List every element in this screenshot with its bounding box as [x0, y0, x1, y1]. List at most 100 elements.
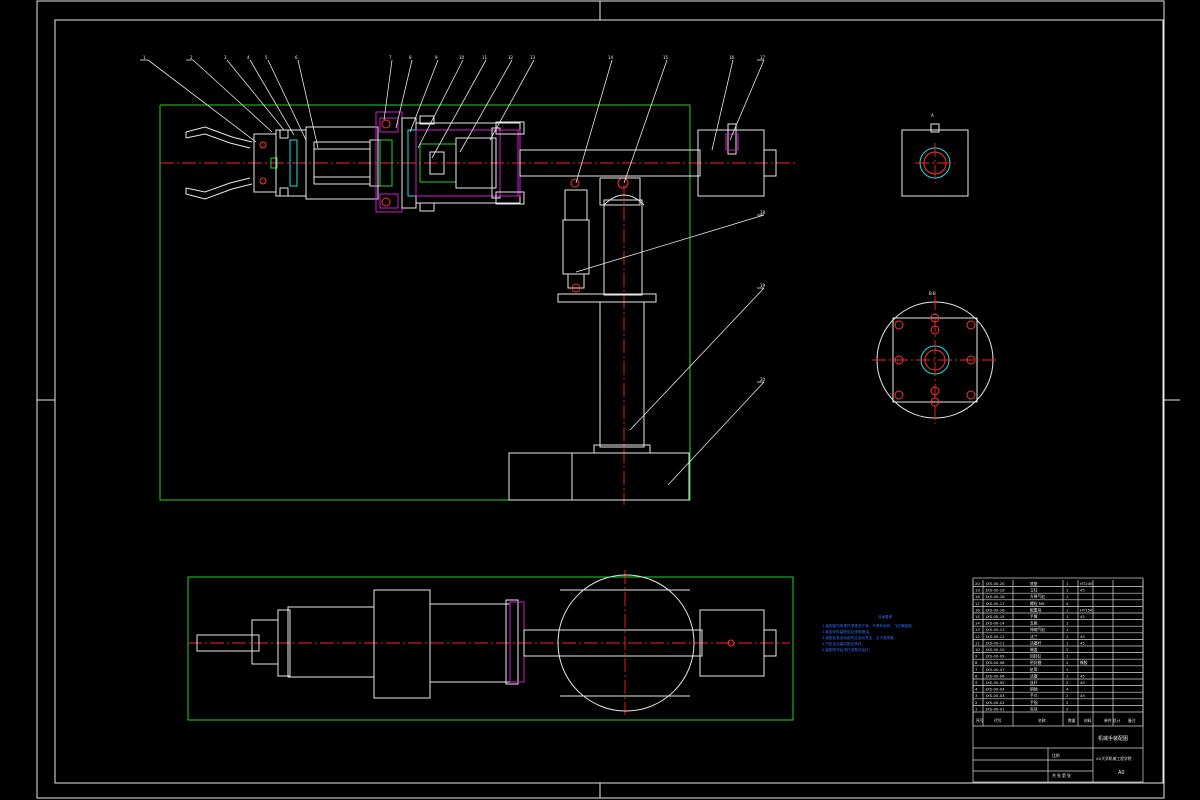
sheet-border: [36, 0, 1180, 799]
bom-cell: 16: [975, 607, 980, 612]
bom-cell: JXS-00-18: [985, 594, 1005, 599]
bom-cell: JXS-00-08: [985, 660, 1005, 665]
bom-cell: 14: [975, 621, 980, 626]
bom-cell: 销轴: [1030, 687, 1038, 692]
section-label-bb: B-B: [929, 291, 936, 296]
note-1: 1.装配前所有零件须清洗干净，不得有毛刺、飞边等缺陷。: [822, 623, 915, 628]
bom-cell: JXS-00-15: [985, 614, 1005, 619]
bom-cell: JXS-00-06: [985, 673, 1005, 678]
balloon-18: 18: [760, 210, 766, 215]
bom-cell: 手爪: [1030, 693, 1038, 698]
balloon-6: 6: [295, 55, 298, 60]
balloon-17: 17: [760, 55, 766, 60]
balloon-1: 1: [143, 55, 146, 60]
note-5: 5.装配完毕后进行空载试运行。: [822, 647, 872, 652]
header-remark: 备注: [1128, 718, 1136, 723]
bom-cell: 1: [1066, 627, 1069, 632]
bom-cell: 1: [1066, 640, 1069, 645]
balloon-labels: 1 2 3 4 5 6 7 8 9 10 11 12 13 14 15 16 1…: [143, 55, 766, 382]
balloon-11: 11: [482, 55, 488, 60]
bom-cell: 1: [1066, 588, 1069, 593]
sheet-number: A0: [1118, 770, 1125, 776]
bom-cell: 3: [975, 693, 978, 698]
balloon-16: 16: [729, 55, 735, 60]
sheet-label: 共 张 第 张: [1052, 773, 1071, 778]
bom-cell: 螺栓 M8: [1030, 601, 1045, 606]
bom-cell: JXS-00-17: [985, 601, 1005, 606]
bom-cell: JXS-00-12: [985, 634, 1005, 639]
bom-cell: 45: [1080, 673, 1085, 678]
balloon-12: 12: [508, 55, 514, 60]
bom-cell: 1: [1066, 581, 1069, 586]
gripper-jaws: [185, 126, 278, 200]
bom-cell: 9: [975, 654, 978, 659]
bom-cell: JXS-00-14: [985, 621, 1005, 626]
bom-cell: 伸缩气缸: [1030, 627, 1045, 632]
bom-cell: JXS-00-16: [985, 607, 1005, 612]
leaders: [140, 59, 765, 486]
bom-cell: JXS-00-05: [985, 680, 1005, 685]
balloon-5: 5: [265, 55, 268, 60]
note-2: 2.各密封件装配前应浸润滑油。: [822, 629, 872, 634]
header-code: 代号: [994, 718, 1002, 723]
bom-cell: 1: [1066, 667, 1069, 672]
bom-cell: 回转缸: [1030, 654, 1042, 659]
bom-cell: 10: [975, 647, 980, 652]
bom-cell: JXS-00-13: [985, 627, 1005, 632]
bom-cell: 11: [975, 640, 980, 645]
bom-cell: 法兰: [1030, 634, 1038, 639]
balloon-9: 9: [435, 55, 438, 60]
school-name: XX大学机械工程学院: [1096, 756, 1132, 761]
base-bolt-holes: [894, 313, 976, 407]
balloon-10: 10: [459, 55, 465, 60]
bom-cell: 手指: [1030, 700, 1038, 705]
bom-cell: 升降气缸: [1030, 594, 1045, 599]
bom-cell: 配重块: [1030, 607, 1042, 612]
bom-cell: 1: [1066, 621, 1069, 626]
bom-cell: 45: [1080, 640, 1085, 645]
bom-cell: 4: [1066, 601, 1069, 606]
bom-cell: 1: [1066, 614, 1069, 619]
bom-cell: 19: [975, 588, 980, 593]
bom-cell: JXS-00-11: [985, 640, 1005, 645]
section-label-a: A: [931, 113, 934, 118]
header-weight: 单件 总计: [1104, 718, 1121, 723]
scale-label: 比例: [1052, 753, 1060, 758]
bom-cell: 17: [975, 601, 980, 606]
bom-cell: 45: [1080, 693, 1085, 698]
bom-cell: 底座: [1030, 581, 1038, 586]
bom-cell: 立柱: [1030, 588, 1038, 593]
bom-cell: 缸筒: [1030, 667, 1038, 672]
bom-cell: 4: [975, 687, 978, 692]
bom-cell: 1: [975, 706, 978, 711]
technical-notes: 技术要求 1.装配前所有零件须清洗干净，不得有毛刺、飞边等缺陷。 2.各密封件装…: [822, 614, 915, 652]
bom-cell: 45: [1080, 680, 1085, 685]
bom-cell: 6: [975, 673, 978, 678]
balloon-13: 13: [530, 55, 536, 60]
bom-cell: 端盖: [1030, 647, 1038, 652]
top-view: [187, 570, 794, 721]
bom-cell: JXS-00-20: [985, 581, 1005, 586]
bom-cell: JXS-00-09: [985, 654, 1005, 659]
bom-cell: 连杆: [1030, 680, 1038, 685]
bom-cell: JXS-00-04: [985, 687, 1005, 692]
bom-cell: 橡胶: [1080, 660, 1088, 665]
side-view: A: [901, 113, 969, 197]
note-3: 3.装配后各运动部件应运动灵活，无卡滞现象。: [822, 635, 897, 640]
bom-cell: 2: [1066, 647, 1069, 652]
bom-cell: HT150: [1080, 607, 1093, 612]
bom-cell: 1: [1066, 654, 1069, 659]
header-no: 序号: [976, 718, 984, 723]
balloon-19: 19: [760, 283, 766, 288]
arm-rod: [519, 123, 777, 197]
bom-cell: 2: [1066, 680, 1069, 685]
header-material: 材料: [1084, 718, 1092, 723]
bom-cell: 2: [1066, 660, 1069, 665]
bom-cell: 15: [975, 614, 980, 619]
bom-cell: JXS-00-07: [985, 667, 1005, 672]
bom-cell: 活塞: [1030, 673, 1038, 678]
bom-cell: 5: [975, 680, 978, 685]
bom-cell: JXS-00-02: [985, 700, 1005, 705]
